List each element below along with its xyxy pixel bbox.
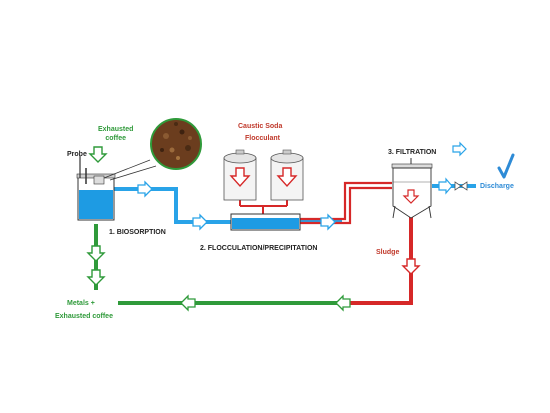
metals-label: Metals + xyxy=(67,300,95,307)
checkmark-icon xyxy=(497,153,515,179)
exhausted-coffee-line-2: coffee xyxy=(105,135,127,142)
arrow-return-left-1-icon xyxy=(335,294,351,312)
discharge-valve xyxy=(454,181,468,191)
arrow-sludge-down-icon xyxy=(401,258,421,275)
flocculation-label: 2. FLOCCULATION/PRECIPITATION xyxy=(200,245,318,252)
exhausted-coffee-line-1: Exhausted xyxy=(98,126,134,133)
pipe-sludge-down xyxy=(345,217,413,305)
arrow-discharge-right-icon xyxy=(438,177,453,195)
arrow-filtration-right-icon xyxy=(452,141,467,157)
arrow-coffee-down-icon xyxy=(88,146,108,163)
arrow-filtration-down-icon xyxy=(402,189,420,204)
exhausted-coffee-label-top: Exhausted coffee xyxy=(98,125,133,143)
arrow-biosorption-down-icon xyxy=(86,245,106,262)
discharge-label: Discharge xyxy=(480,183,514,190)
coffee-grounds-icon xyxy=(103,118,202,181)
arrow-caustic-down-icon xyxy=(229,167,251,188)
probe-label: Probe xyxy=(67,151,87,158)
biosorption-label: 1. BIOSORPTION xyxy=(109,229,166,236)
flocculant-label: Flocculant xyxy=(245,135,281,142)
filtration-unit xyxy=(391,158,433,219)
biosorption-tank xyxy=(76,168,116,221)
arrow-flow-right-3-icon xyxy=(320,213,336,231)
filtration-label: 3. FILTRATION xyxy=(388,149,437,156)
arrow-metals-down-icon xyxy=(86,269,106,286)
sludge-pipes xyxy=(239,181,413,305)
caustic-soda-label: Caustic Soda xyxy=(238,123,283,130)
exhausted-coffee-label-bottom: Exhausted coffee xyxy=(55,313,113,320)
flocculation-basin xyxy=(230,213,301,231)
pipe-biosorption-to-flocculation xyxy=(113,187,232,224)
arrow-flow-right-2-icon xyxy=(192,213,208,231)
sludge-label: Sludge xyxy=(376,249,400,256)
arrow-return-left-2-icon xyxy=(180,294,196,312)
arrow-flocculant-down-icon xyxy=(276,167,298,188)
arrow-flow-right-1-icon xyxy=(137,180,153,198)
